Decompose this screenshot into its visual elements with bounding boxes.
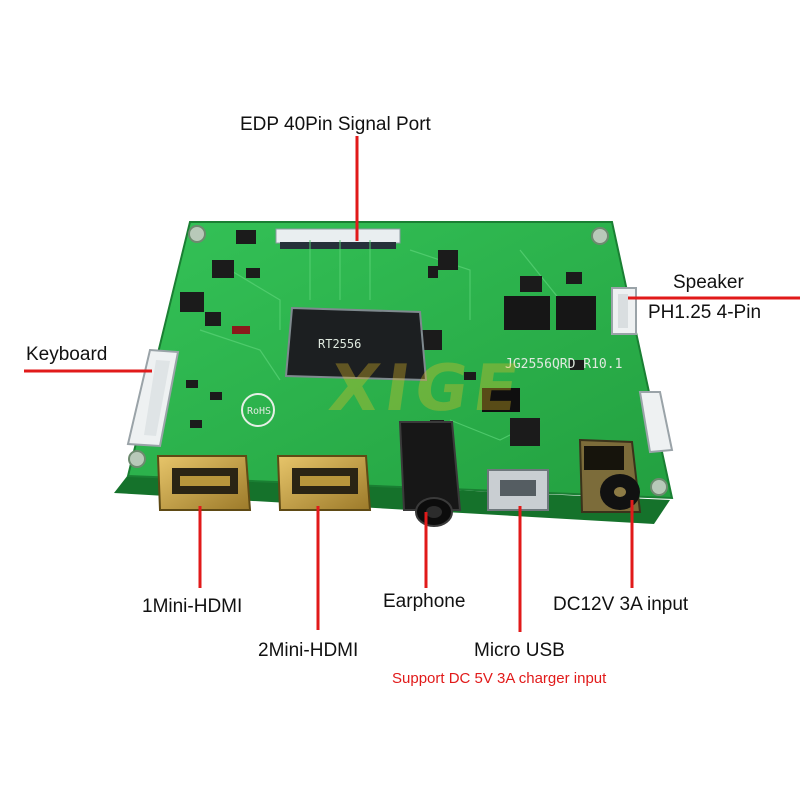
speaker-label: Speaker xyxy=(673,272,744,293)
speaker-sub-label: PH1.25 4-Pin xyxy=(648,302,762,323)
hdmi2-label: 2Mini-HDMI xyxy=(258,640,359,661)
earphone-label: Earphone xyxy=(383,591,466,612)
main-chip: RT2556 xyxy=(284,306,428,382)
board-model-label: JG2556QRD R10.1 xyxy=(505,357,622,372)
keyboard-label: Keyboard xyxy=(26,344,108,365)
mini-hdmi-2-port xyxy=(276,455,372,511)
dc-label: DC12V 3A input xyxy=(553,594,689,615)
pcb-traces xyxy=(199,240,561,441)
callout-lines xyxy=(24,136,800,632)
mini-hdmi-1-port xyxy=(156,455,252,511)
hdmi1-label: 1Mini-HDMI xyxy=(142,596,243,617)
edp-label: EDP 40Pin Signal Port xyxy=(240,114,431,135)
mounting-holes xyxy=(128,225,668,496)
micro-usb-label: Micro USB xyxy=(474,640,565,661)
keyboard-connector xyxy=(126,348,180,448)
pcb-edge xyxy=(114,475,670,524)
earphone-jack xyxy=(398,421,462,527)
side-connector xyxy=(638,391,674,454)
watermark: XIGE xyxy=(324,352,529,426)
speaker-connector xyxy=(611,287,637,335)
usb-note: Support DC 5V 3A charger input xyxy=(392,670,607,687)
dc-jack xyxy=(578,438,642,513)
speaker-driver-ics xyxy=(504,296,596,330)
micro-usb-port xyxy=(487,469,549,511)
svg-text:RoHS: RoHS xyxy=(247,406,271,417)
chip-marking: RT2556 xyxy=(318,337,361,351)
rohs-mark: RoHS xyxy=(241,393,275,427)
edp-connector xyxy=(275,228,401,249)
